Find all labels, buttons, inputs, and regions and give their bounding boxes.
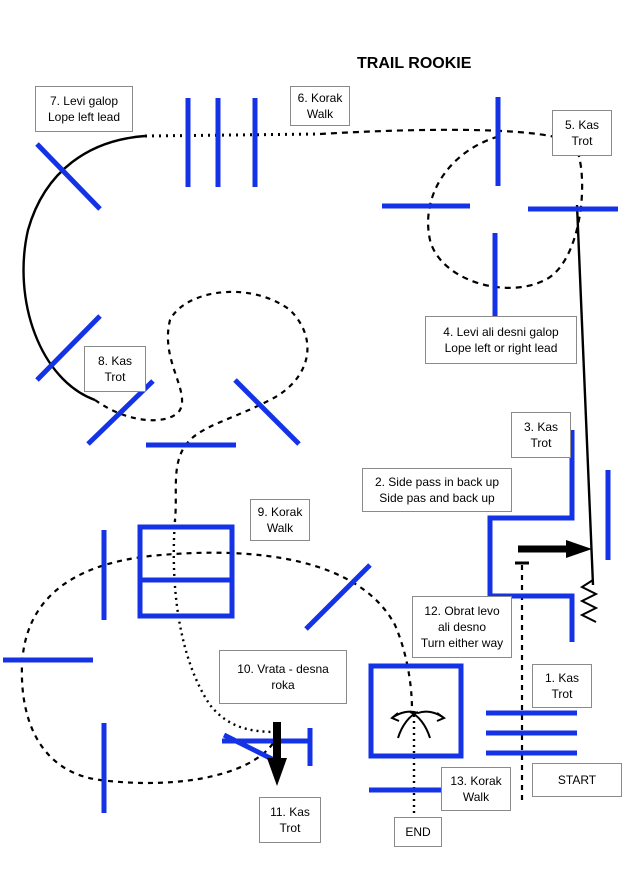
label-1-line1: 1. Kas bbox=[544, 671, 580, 685]
label-5-line1: 5. Kas bbox=[564, 118, 600, 132]
label-6: 6. Korak Walk bbox=[290, 86, 350, 126]
label-start: START bbox=[532, 763, 622, 797]
label-13-line1: 13. Korak bbox=[450, 774, 502, 788]
label-10: 10. Vrata - desna roka bbox=[219, 650, 347, 704]
label-9-line1: 9. Korak bbox=[257, 505, 303, 519]
label-4-line1: 4. Levi ali desni galop bbox=[443, 325, 559, 339]
label-7-line2: Lope left lead bbox=[47, 110, 121, 124]
path-walk-over-poles bbox=[144, 132, 321, 138]
label-12-line3: Turn either way bbox=[420, 636, 504, 650]
label-7: 7. Levi galop Lope left lead bbox=[35, 86, 133, 132]
label-1-line2: Trot bbox=[551, 687, 573, 701]
course-title: TRAIL ROOKIE bbox=[357, 55, 472, 72]
label-12-line2: ali desno bbox=[437, 620, 487, 634]
label-1: 1. Kas Trot bbox=[532, 664, 592, 708]
arrow-gate bbox=[267, 722, 287, 786]
label-12-line1: 12. Obrat levo bbox=[424, 604, 500, 618]
arrow-side-pass bbox=[518, 540, 592, 558]
label-6-line2: Walk bbox=[306, 107, 334, 121]
pole-lope-left-2 bbox=[35, 314, 102, 382]
turn-arrows bbox=[390, 710, 447, 739]
path-trot-loop bbox=[94, 290, 309, 521]
label-4-line2: Lope left or right lead bbox=[444, 341, 558, 355]
label-13-line2: Walk bbox=[462, 790, 490, 804]
label-8-line1: 8. Kas bbox=[97, 354, 133, 368]
label-11-line2: Trot bbox=[279, 821, 301, 835]
label-8: 8. Kas Trot bbox=[84, 346, 146, 392]
label-3-line2: Trot bbox=[530, 436, 552, 450]
label-13: 13. Korak Walk bbox=[441, 767, 511, 811]
label-10-line1: 10. Vrata - desna bbox=[237, 662, 329, 676]
pole-lope-left-1 bbox=[35, 142, 102, 211]
label-start-text: START bbox=[557, 773, 597, 787]
path-lope-left-lead bbox=[22, 134, 146, 402]
label-2-line1: 2. Side pass in back up bbox=[374, 475, 500, 489]
label-2-line2: Side pas and back up bbox=[379, 491, 495, 505]
label-5: 5. Kas Trot bbox=[552, 110, 612, 156]
label-9: 9. Korak Walk bbox=[250, 499, 310, 541]
label-3: 3. Kas Trot bbox=[511, 412, 571, 458]
path-zigzag bbox=[579, 579, 599, 623]
label-8-line2: Trot bbox=[104, 370, 126, 384]
pole-diagonal bbox=[304, 563, 372, 631]
label-end: END bbox=[394, 817, 442, 847]
path-trot-to-lope bbox=[575, 204, 595, 586]
label-end-text: END bbox=[405, 825, 431, 839]
label-11-line1: 11. Kas bbox=[270, 805, 310, 819]
label-11: 11. Kas Trot bbox=[259, 797, 321, 843]
label-2: 2. Side pass in back up Side pas and bac… bbox=[362, 468, 512, 512]
side-pass-obstacle bbox=[487, 430, 575, 642]
label-4: 4. Levi ali desni galop Lope left or rig… bbox=[425, 316, 577, 364]
label-9-line2: Walk bbox=[266, 521, 294, 535]
label-7-line1: 7. Levi galop bbox=[49, 94, 119, 108]
label-6-line1: 6. Korak bbox=[297, 91, 343, 105]
turn-box bbox=[368, 663, 464, 759]
label-5-line2: Trot bbox=[571, 134, 593, 148]
walk-box bbox=[137, 524, 235, 619]
path-walk-through-box bbox=[172, 519, 279, 734]
label-3-line1: 3. Kas bbox=[523, 420, 559, 434]
label-12: 12. Obrat levo ali desno Turn either way bbox=[412, 596, 512, 658]
label-10-line2: roka bbox=[271, 678, 295, 692]
path-trot-big-loop bbox=[20, 551, 414, 785]
gate-bar-2 bbox=[222, 732, 280, 765]
pole-trot-8c bbox=[233, 378, 301, 446]
